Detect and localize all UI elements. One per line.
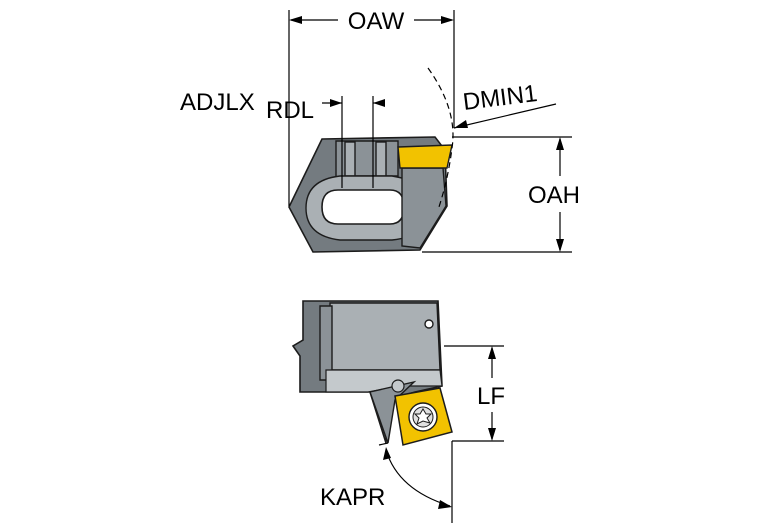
oaw-label: OAW	[348, 8, 405, 35]
kapr-dimension: KAPR	[320, 441, 453, 523]
top-view-slot-right	[375, 141, 387, 177]
rdl-dimension: ADJLX RDL	[180, 89, 385, 188]
bottom-view	[291, 300, 453, 446]
rdl-label: RDL	[266, 97, 314, 124]
oah-label: OAH	[528, 182, 580, 209]
bottom-view-clamp-pin	[391, 379, 405, 393]
bottom-view-screw-hole	[424, 319, 434, 329]
top-view	[288, 136, 453, 253]
torx-screw-icon	[408, 402, 438, 432]
top-view-slot-left	[344, 141, 356, 177]
bottom-view-mid-band	[319, 305, 333, 381]
lf-label: LF	[477, 383, 505, 410]
top-view-mounting-hole	[321, 189, 405, 225]
top-view-insert	[397, 144, 453, 169]
bottom-view-upper-face	[329, 302, 441, 371]
oah-dimension: OAH	[422, 136, 580, 253]
adjlx-label: ADJLX	[180, 89, 255, 116]
kapr-label: KAPR	[320, 484, 385, 511]
lf-dimension: LF	[444, 345, 505, 442]
oaw-dimension: OAW	[288, 8, 455, 206]
top-view-side-face	[401, 167, 447, 249]
